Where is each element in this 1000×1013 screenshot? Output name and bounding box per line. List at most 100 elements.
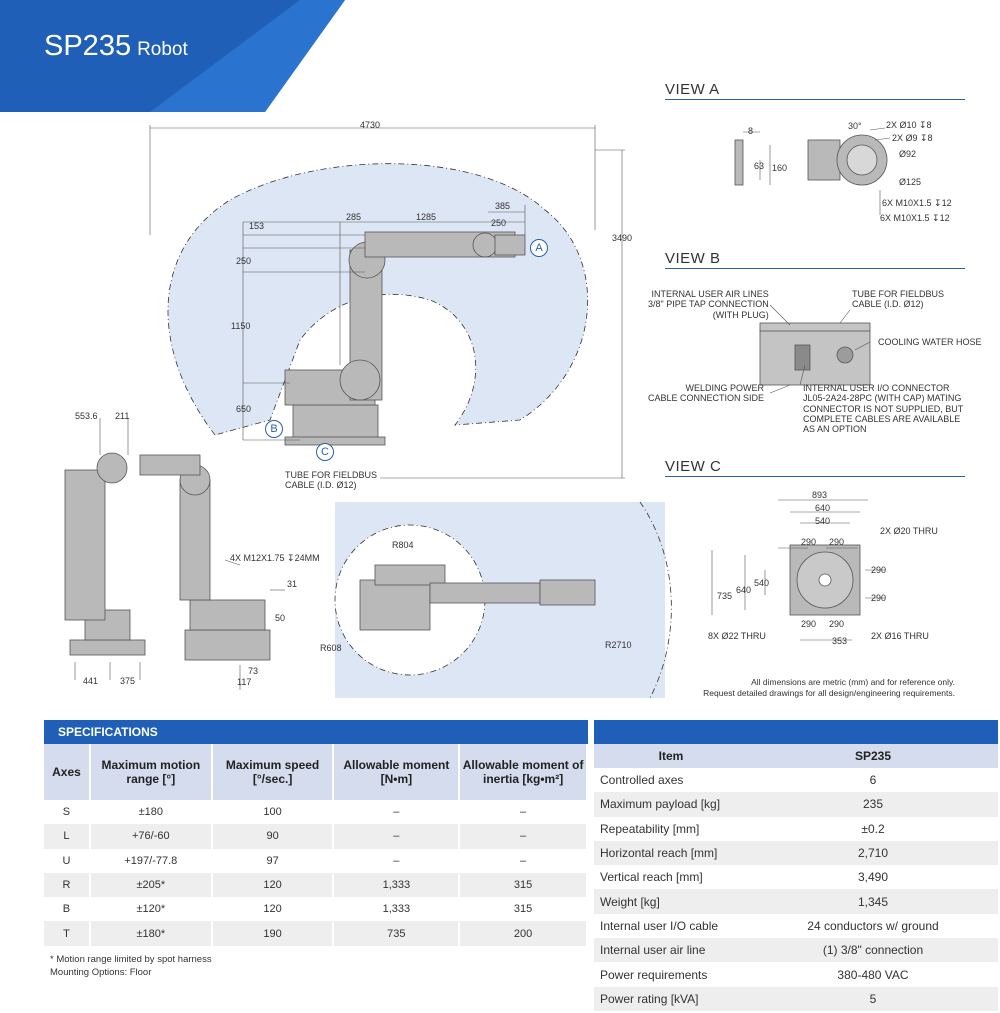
callout-b: B (265, 420, 283, 438)
spec-cell: – (459, 824, 588, 849)
items-value: 2,710 (748, 840, 998, 866)
items-row: Repeatability [mm]±0.2 (594, 816, 998, 841)
top-view-r804: R804 (392, 540, 414, 550)
spec-header-motion: Maximum motion range [°] (89, 744, 213, 800)
side-holes-label: 4X M12X1.75 ↧24MM (230, 553, 320, 563)
top-view-r608: R608 (320, 643, 342, 653)
view-c-dim-893: 893 (812, 490, 828, 500)
side-view-lines (74, 418, 285, 690)
spec-cell: ±180* (89, 921, 213, 946)
view-b-drawing (759, 322, 871, 386)
spec-footnotes: * Motion range limited by spot harness M… (50, 954, 212, 978)
spec-header-row: Axes Maximum motion range [°] Maximum sp… (44, 744, 588, 800)
spec-cell: S (44, 800, 91, 825)
items-key: Power rating [kVA] (594, 986, 748, 1011)
items-row: Maximum payload [kg]235 (594, 792, 998, 817)
main-robot (284, 231, 526, 446)
spec-cell: B (44, 897, 91, 922)
items-value: 1,345 (748, 889, 998, 914)
spec-cell: ±180 (89, 800, 213, 825)
spec-cell: +76/-60 (89, 824, 213, 849)
view-a-dim-125: Ø125 (899, 177, 922, 187)
header-shape (0, 0, 345, 112)
view-b-leaders (769, 304, 871, 394)
view-c-dim-290-b: 290 (829, 537, 845, 547)
view-c-dim-290-e: 290 (801, 619, 817, 629)
view-a-thread-2: 6X M10X1.5 ↧12 (880, 213, 950, 223)
view-c-dim-540-top: 540 (815, 516, 831, 526)
view-a-dim-30: 30° (848, 121, 862, 131)
dim-1150: 1150 (231, 321, 251, 331)
items-key: Repeatability [mm] (594, 816, 748, 841)
side-views-drawing (64, 452, 271, 661)
spec-cell: L (44, 824, 91, 849)
items-value: 3,490 (748, 865, 998, 890)
side-dim-441: 441 (83, 676, 99, 686)
spec-cell: T (44, 921, 91, 946)
view-a-dim-8: 8 (748, 126, 754, 136)
items-key: Controlled axes (594, 768, 748, 793)
spec-cell: 120 (211, 897, 335, 922)
view-a-dim-92: Ø92 (899, 149, 917, 159)
items-row: Vertical reach [mm]3,490 (594, 865, 998, 890)
side-dim-117: 117 (237, 677, 252, 687)
items-value: ±0.2 (748, 816, 998, 841)
spec-header-axes: Axes (44, 744, 91, 800)
items-value: 235 (748, 792, 998, 817)
spec-cell: – (459, 848, 588, 873)
side-dim-375: 375 (120, 676, 136, 686)
spec-cell: 735 (333, 921, 461, 946)
dim-250-base: 250 (236, 256, 252, 266)
view-a-drawing (734, 134, 888, 186)
items-key: Horizontal reach [mm] (594, 840, 748, 866)
specifications-table: SPECIFICATIONS Axes Maximum motion range… (44, 720, 588, 946)
spec-cell: 200 (459, 921, 588, 946)
dim-4730: 4730 (360, 120, 381, 130)
dim-1285: 1285 (416, 212, 437, 222)
dim-385: 385 (495, 201, 511, 211)
callout-c: C (316, 443, 334, 461)
spec-header-inertia: Allowable moment of inertia [kg•m²] (459, 744, 588, 800)
view-c-dim-353: 353 (832, 636, 848, 646)
view-a-hole-9: 2X Ø9 ↧8 (892, 133, 933, 143)
work-envelope (167, 163, 588, 436)
side-dim-211: 211 (115, 411, 130, 421)
spec-cell: ±205* (89, 872, 213, 898)
side-dim-553: 553.6 (75, 411, 98, 421)
items-key: Maximum payload [kg] (594, 792, 748, 817)
items-header-model: SP235 (748, 744, 998, 768)
view-a-heading: VIEW A (665, 81, 720, 98)
items-key: Internal user air line (594, 938, 748, 963)
view-c-rule (665, 476, 965, 477)
items-value: 24 conductors w/ ground (748, 913, 998, 939)
items-value: (1) 3/8" connection (748, 938, 998, 963)
view-c-dim-640-top: 640 (815, 503, 831, 513)
items-row: Weight [kg]1,345 (594, 889, 998, 914)
view-b-water-label: COOLING WATER HOSE (878, 337, 982, 347)
spec-cell: +197/-77.8 (89, 848, 213, 873)
items-title-bar (594, 720, 998, 744)
dim-3490: 3490 (612, 233, 633, 243)
view-c-dim-290-a: 290 (801, 537, 817, 547)
dim-285: 285 (346, 212, 362, 222)
view-c-dim-735: 735 (717, 591, 733, 601)
specifications-title: SPECIFICATIONS (44, 720, 588, 744)
dimensions-note: All dimensions are metric (mm) and for r… (703, 677, 955, 699)
items-row: Horizontal reach [mm]2,710 (594, 840, 998, 866)
spec-cell: – (333, 824, 461, 849)
view-c-dim-640-side: 640 (736, 585, 752, 595)
view-c-thru-20: 2X Ø20 THRU (880, 526, 938, 536)
view-a-thread-1: 6X M10X1.5 ↧12 (882, 198, 952, 208)
spec-cell: 120 (211, 872, 335, 898)
spec-cell: 1,333 (333, 897, 461, 922)
